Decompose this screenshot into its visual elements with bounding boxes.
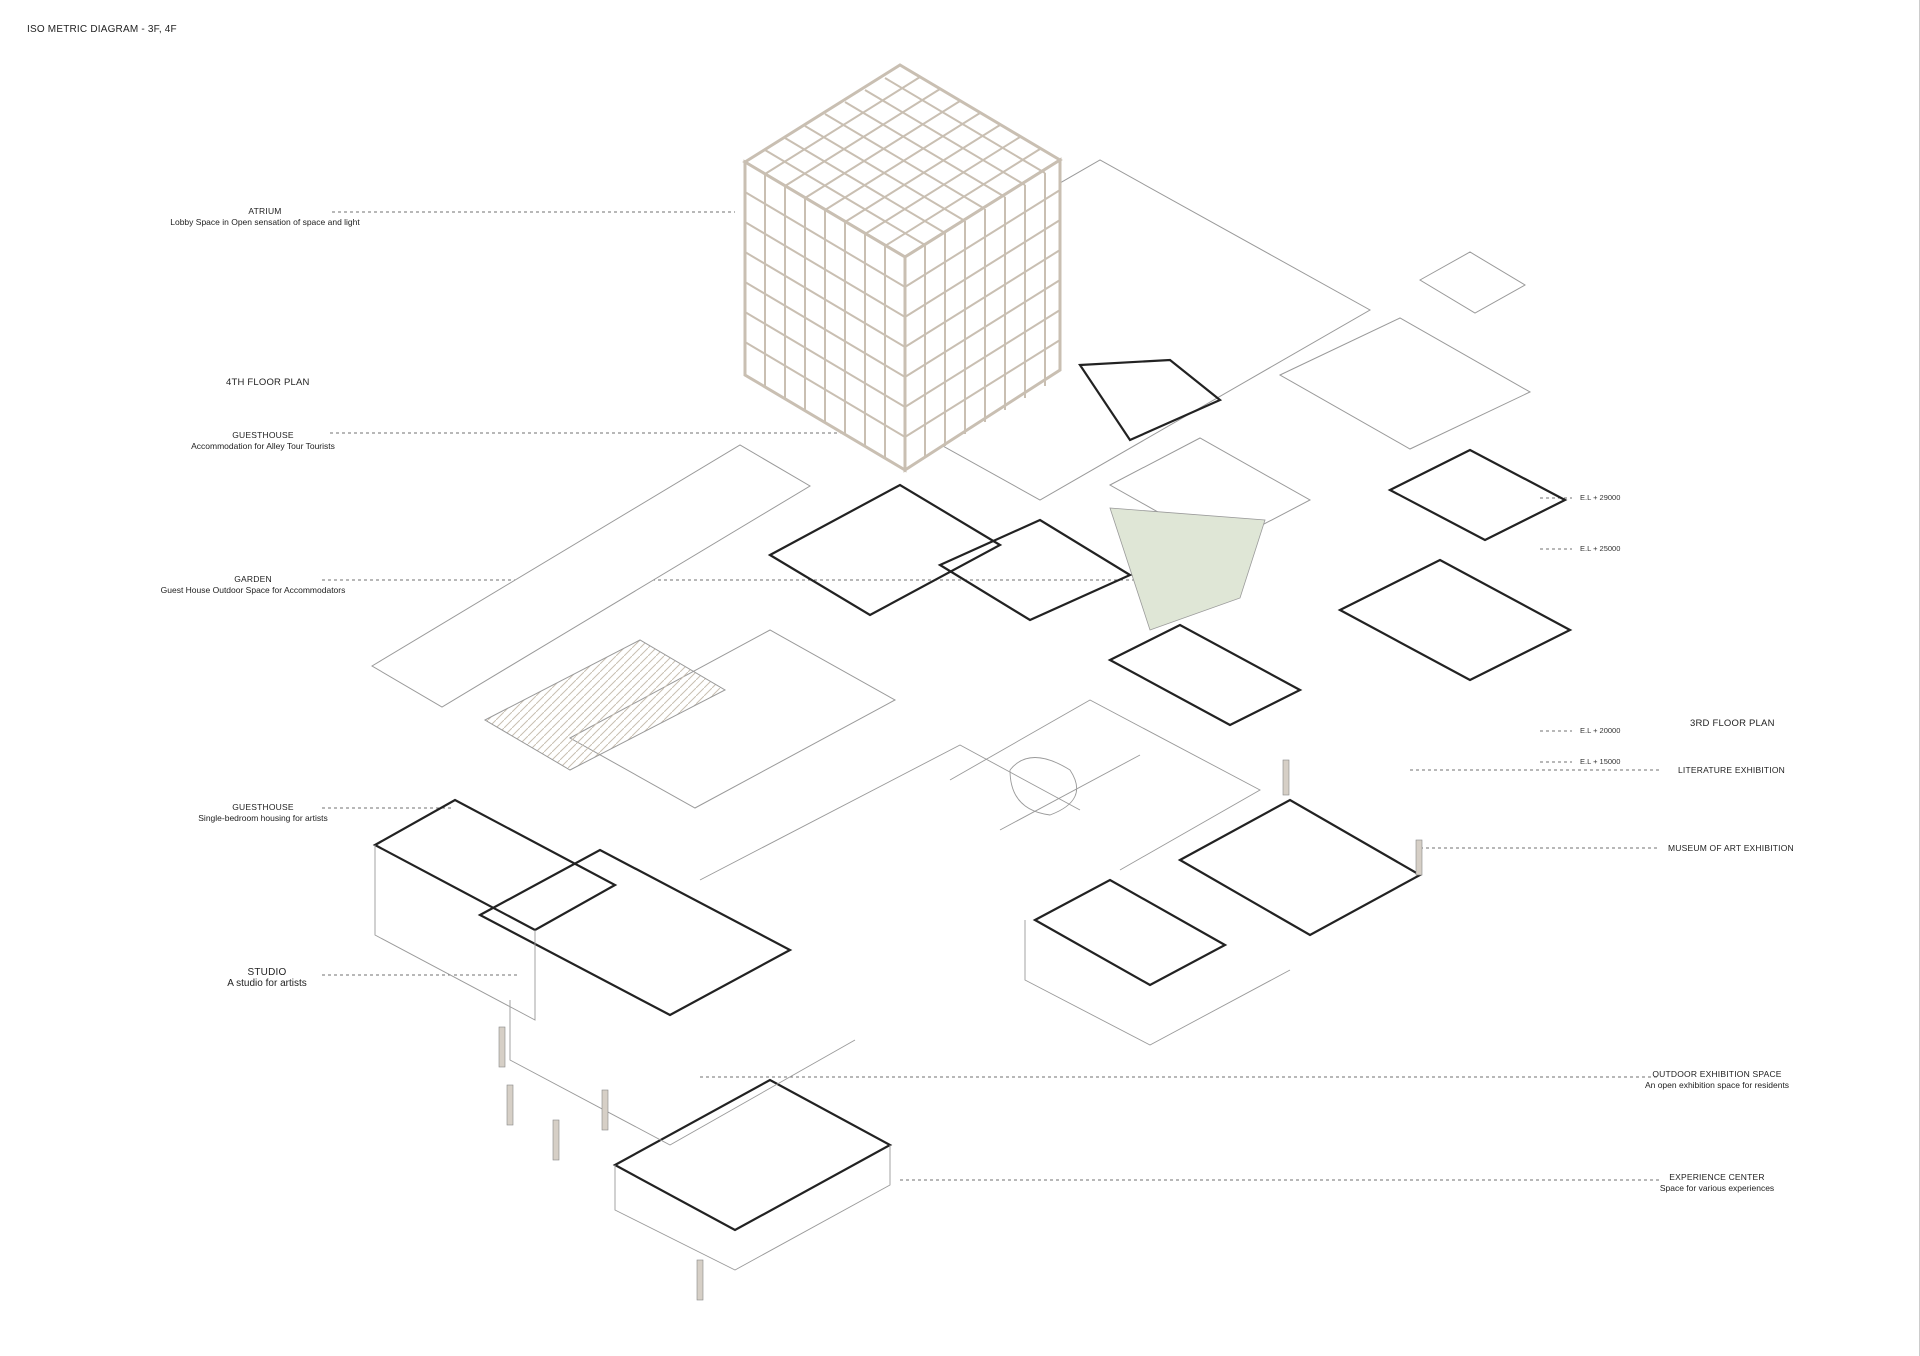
column bbox=[552, 1119, 560, 1161]
roof-slab-center bbox=[568, 629, 897, 809]
floor-label-3f: 3RD FLOOR PLAN bbox=[1690, 718, 1775, 729]
elevation-25000: E.L + 25000 bbox=[1580, 544, 1621, 553]
garden-courtyard bbox=[1109, 507, 1266, 631]
elevation-20000: E.L + 20000 bbox=[1580, 726, 1621, 735]
label-literature-title: LITERATURE EXHIBITION bbox=[1678, 765, 1786, 775]
slatted-roof bbox=[483, 639, 727, 771]
wing-north bbox=[1078, 358, 1223, 442]
column bbox=[506, 1084, 514, 1126]
base-slab-studio bbox=[509, 1000, 856, 1146]
columns bbox=[498, 759, 1423, 1301]
label-guesthouse-4f-desc: Accommodation for Alley Tour Tourists bbox=[191, 441, 335, 451]
studio-block bbox=[477, 848, 793, 1017]
structure-lines bbox=[374, 699, 1291, 1271]
label-studio-desc: A studio for artists bbox=[227, 978, 307, 989]
gallery-block bbox=[1177, 798, 1423, 937]
label-guesthouse-3f-title: GUESTHOUSE bbox=[232, 802, 294, 812]
label-studio: STUDIO A studio for artists bbox=[227, 967, 306, 989]
label-experience-desc: Space for various experiences bbox=[1659, 1183, 1775, 1193]
label-guesthouse-4f: GUESTHOUSE Accommodation for Alley Tour … bbox=[191, 430, 335, 452]
label-garden-desc: Guest House Outdoor Space for Accommodat… bbox=[160, 585, 346, 595]
elevation-15000: E.L + 15000 bbox=[1580, 757, 1621, 766]
column bbox=[601, 1089, 609, 1131]
pavilion-east bbox=[1032, 878, 1228, 987]
corridor-1 bbox=[699, 744, 1081, 881]
label-atrium-title: ATRIUM bbox=[248, 206, 282, 216]
center-box bbox=[1107, 623, 1303, 727]
label-garden-title: GARDEN bbox=[234, 574, 272, 584]
guesthouse-4f-block bbox=[767, 483, 1003, 617]
corridor-2 bbox=[949, 699, 1261, 871]
corridor-3 bbox=[999, 754, 1141, 831]
label-museum: MUSEUM OF ART EXHIBITION bbox=[1668, 843, 1794, 854]
label-atrium: ATRIUM Lobby Space in Open sensation of … bbox=[170, 206, 360, 228]
base-slab-east bbox=[1024, 920, 1291, 1046]
roof-slab-long-left bbox=[371, 444, 811, 708]
curved-wall bbox=[1009, 757, 1078, 816]
column bbox=[498, 1026, 506, 1068]
building-walls bbox=[372, 358, 1573, 1232]
roof-slab-right-2 bbox=[1419, 251, 1526, 314]
leader-lines bbox=[322, 211, 1660, 1181]
atrium-cube bbox=[742, 63, 1063, 473]
label-guesthouse-3f: GUESTHOUSE Single-bedroom housing for ar… bbox=[198, 802, 327, 824]
label-experience-title: EXPERIENCE CENTER bbox=[1669, 1172, 1765, 1182]
court-walls bbox=[937, 518, 1133, 622]
floor-label-4f: 4TH FLOOR PLAN bbox=[226, 377, 310, 388]
wing-east-lower bbox=[1337, 558, 1573, 682]
label-outdoor: OUTDOOR EXHIBITION SPACE An open exhibit… bbox=[1645, 1069, 1789, 1091]
column bbox=[1282, 759, 1290, 796]
label-atrium-desc: Lobby Space in Open sensation of space a… bbox=[170, 217, 360, 227]
label-studio-title: STUDIO bbox=[247, 967, 287, 978]
atrium-right-face bbox=[903, 157, 1062, 473]
label-garden: GARDEN Guest House Outdoor Space for Acc… bbox=[161, 574, 346, 596]
guesthouse-3f bbox=[372, 798, 618, 932]
atrium-grid bbox=[744, 76, 1061, 459]
base-slab-3f bbox=[374, 845, 536, 1021]
label-guesthouse-3f-desc: Single-bedroom housing for artists bbox=[198, 813, 328, 823]
column bbox=[1415, 839, 1423, 876]
label-guesthouse-4f-title: GUESTHOUSE bbox=[232, 430, 294, 440]
wing-east bbox=[1387, 448, 1568, 542]
label-museum-title: MUSEUM OF ART EXHIBITION bbox=[1668, 843, 1794, 853]
label-experience: EXPERIENCE CENTER Space for various expe… bbox=[1660, 1172, 1774, 1194]
label-outdoor-title: OUTDOOR EXHIBITION SPACE bbox=[1652, 1069, 1782, 1079]
label-literature: LITERATURE EXHIBITION bbox=[1678, 765, 1785, 776]
label-outdoor-desc: An open exhibition space for residents bbox=[1644, 1080, 1790, 1090]
diagram-title: ISO METRIC DIAGRAM - 3F, 4F bbox=[27, 24, 177, 35]
column bbox=[696, 1259, 704, 1301]
base-slab-exp bbox=[614, 1145, 891, 1271]
roof-slab-right-1 bbox=[1278, 317, 1532, 450]
elevation-29000: E.L + 29000 bbox=[1580, 493, 1621, 502]
